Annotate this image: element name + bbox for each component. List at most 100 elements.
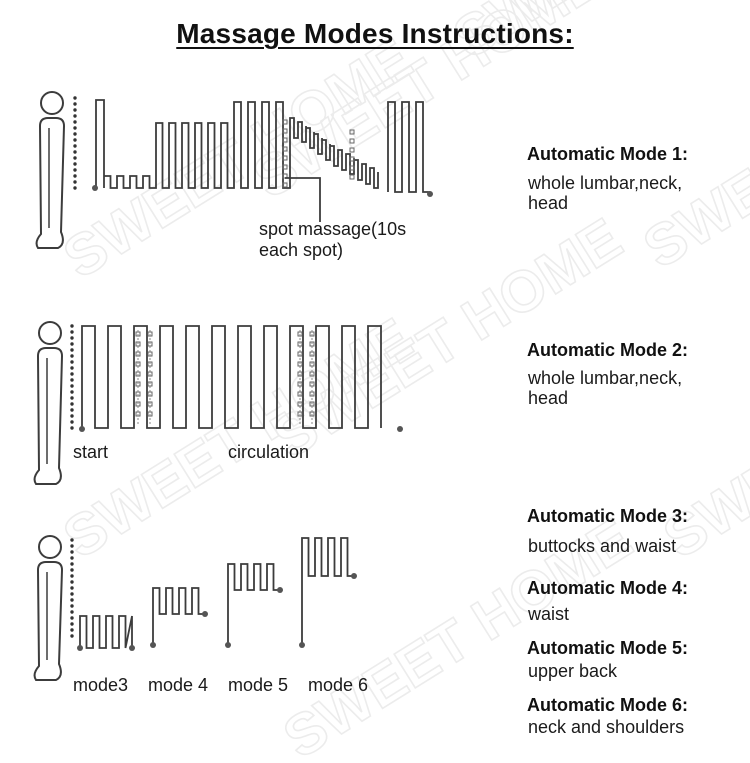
person-body xyxy=(33,561,64,681)
mode2-diagram xyxy=(33,321,403,485)
person-body xyxy=(35,117,66,249)
spot-marker xyxy=(349,156,355,162)
spine-dot xyxy=(73,102,77,106)
mode5-description: upper back xyxy=(528,661,618,681)
mode1-wave xyxy=(95,99,379,189)
spine-dot xyxy=(70,622,74,626)
spot-marker xyxy=(349,165,355,171)
spine-dot xyxy=(70,550,74,554)
spine-dot xyxy=(70,348,74,352)
spine-dot xyxy=(70,414,74,418)
spine-dot xyxy=(70,574,74,578)
spot-marker xyxy=(349,138,355,144)
mode6-label: mode 6 xyxy=(308,675,369,695)
mode4-description: waist xyxy=(528,604,570,624)
watermark-text: SWEET HOME xyxy=(52,26,423,291)
mode2-title: Automatic Mode 2: xyxy=(527,340,689,360)
mode3-6-diagram xyxy=(33,535,357,681)
mode5-title: Automatic Mode 5: xyxy=(527,638,689,658)
spine-dot xyxy=(70,426,74,430)
spine-dot xyxy=(70,360,74,364)
spine-dot xyxy=(73,162,77,166)
mode4-start-dot xyxy=(150,642,156,648)
end-dot xyxy=(397,426,403,432)
spot-marker xyxy=(282,119,288,125)
spine-dot xyxy=(70,556,74,560)
spine-dot xyxy=(70,390,74,394)
spine-dot xyxy=(70,616,74,620)
mode2-description: whole lumbar,neck,head xyxy=(528,368,683,408)
mode4-title: Automatic Mode 4: xyxy=(527,578,689,598)
spine-dot xyxy=(70,354,74,358)
spine-dot xyxy=(70,330,74,334)
end-dot xyxy=(427,191,433,197)
spine-dot xyxy=(70,580,74,584)
spine-dot xyxy=(73,168,77,172)
mode3-label: mode3 xyxy=(73,675,129,695)
spine-dot xyxy=(70,396,74,400)
mode5-wave xyxy=(227,563,280,645)
spine-dot xyxy=(70,420,74,424)
mode5-end-dot xyxy=(277,587,283,593)
mode6-start-dot xyxy=(299,642,305,648)
mode1-diagram xyxy=(35,91,433,249)
mode3-description: buttocks and waist xyxy=(528,536,677,556)
spot-massage-label-line2: each spot) xyxy=(259,240,344,260)
mode3-title: Automatic Mode 3: xyxy=(527,506,689,526)
spine-dot xyxy=(70,592,74,596)
mode4-end-dot xyxy=(202,611,208,617)
start-label: start xyxy=(73,442,109,462)
page-title: Massage Modes Instructions: xyxy=(176,18,574,49)
spine-dot xyxy=(73,120,77,124)
mode3-end-dot xyxy=(129,645,135,651)
spot-marker xyxy=(349,147,355,153)
spine-dot xyxy=(70,372,74,376)
spine-dot xyxy=(70,378,74,382)
spot-marker xyxy=(349,129,355,135)
spine-dot xyxy=(70,586,74,590)
mode3-wave xyxy=(79,615,133,649)
spine-dot xyxy=(70,628,74,632)
spine-dot xyxy=(73,186,77,190)
spine-dot xyxy=(70,634,74,638)
spot-marker xyxy=(282,128,288,134)
spine-dot xyxy=(70,538,74,542)
spine-dot xyxy=(73,114,77,118)
mode6-title: Automatic Mode 6: xyxy=(527,695,689,715)
mode2-wave xyxy=(81,325,382,429)
spine-dot xyxy=(70,408,74,412)
mode1-title: Automatic Mode 1: xyxy=(527,144,689,164)
circulation-label: circulation xyxy=(228,442,310,462)
mode6-description: neck and shoulders xyxy=(528,717,685,737)
spot-massage-label-line1: spot massage(10s xyxy=(259,219,407,239)
mode1-description: whole lumbar,neck,head xyxy=(528,173,683,213)
person-head xyxy=(40,91,64,115)
spine-dot xyxy=(70,402,74,406)
spine-dot xyxy=(70,336,74,340)
spot-marker xyxy=(282,164,288,170)
spine-dot xyxy=(70,568,74,572)
spine-dot xyxy=(70,366,74,370)
spine-dot xyxy=(73,144,77,148)
spine-dot xyxy=(70,610,74,614)
mode4-wave xyxy=(152,587,205,645)
person-head xyxy=(38,321,62,345)
spot-marker xyxy=(282,146,288,152)
mode6-wave xyxy=(301,537,354,645)
mode3-start-dot xyxy=(77,645,83,651)
mode1-wave-end xyxy=(387,101,430,193)
mode5-start-dot xyxy=(225,642,231,648)
spine-dot xyxy=(73,126,77,130)
spine-dot xyxy=(73,108,77,112)
mode4-label: mode 4 xyxy=(148,675,209,695)
mode5-label: mode 5 xyxy=(228,675,289,695)
spine-dot xyxy=(73,96,77,100)
spine-dot xyxy=(70,324,74,328)
spine-dot xyxy=(73,180,77,184)
spine-dot xyxy=(70,384,74,388)
start-dot xyxy=(92,185,98,191)
spine-dot xyxy=(70,342,74,346)
spine-dot xyxy=(70,562,74,566)
spine-dot xyxy=(73,138,77,142)
